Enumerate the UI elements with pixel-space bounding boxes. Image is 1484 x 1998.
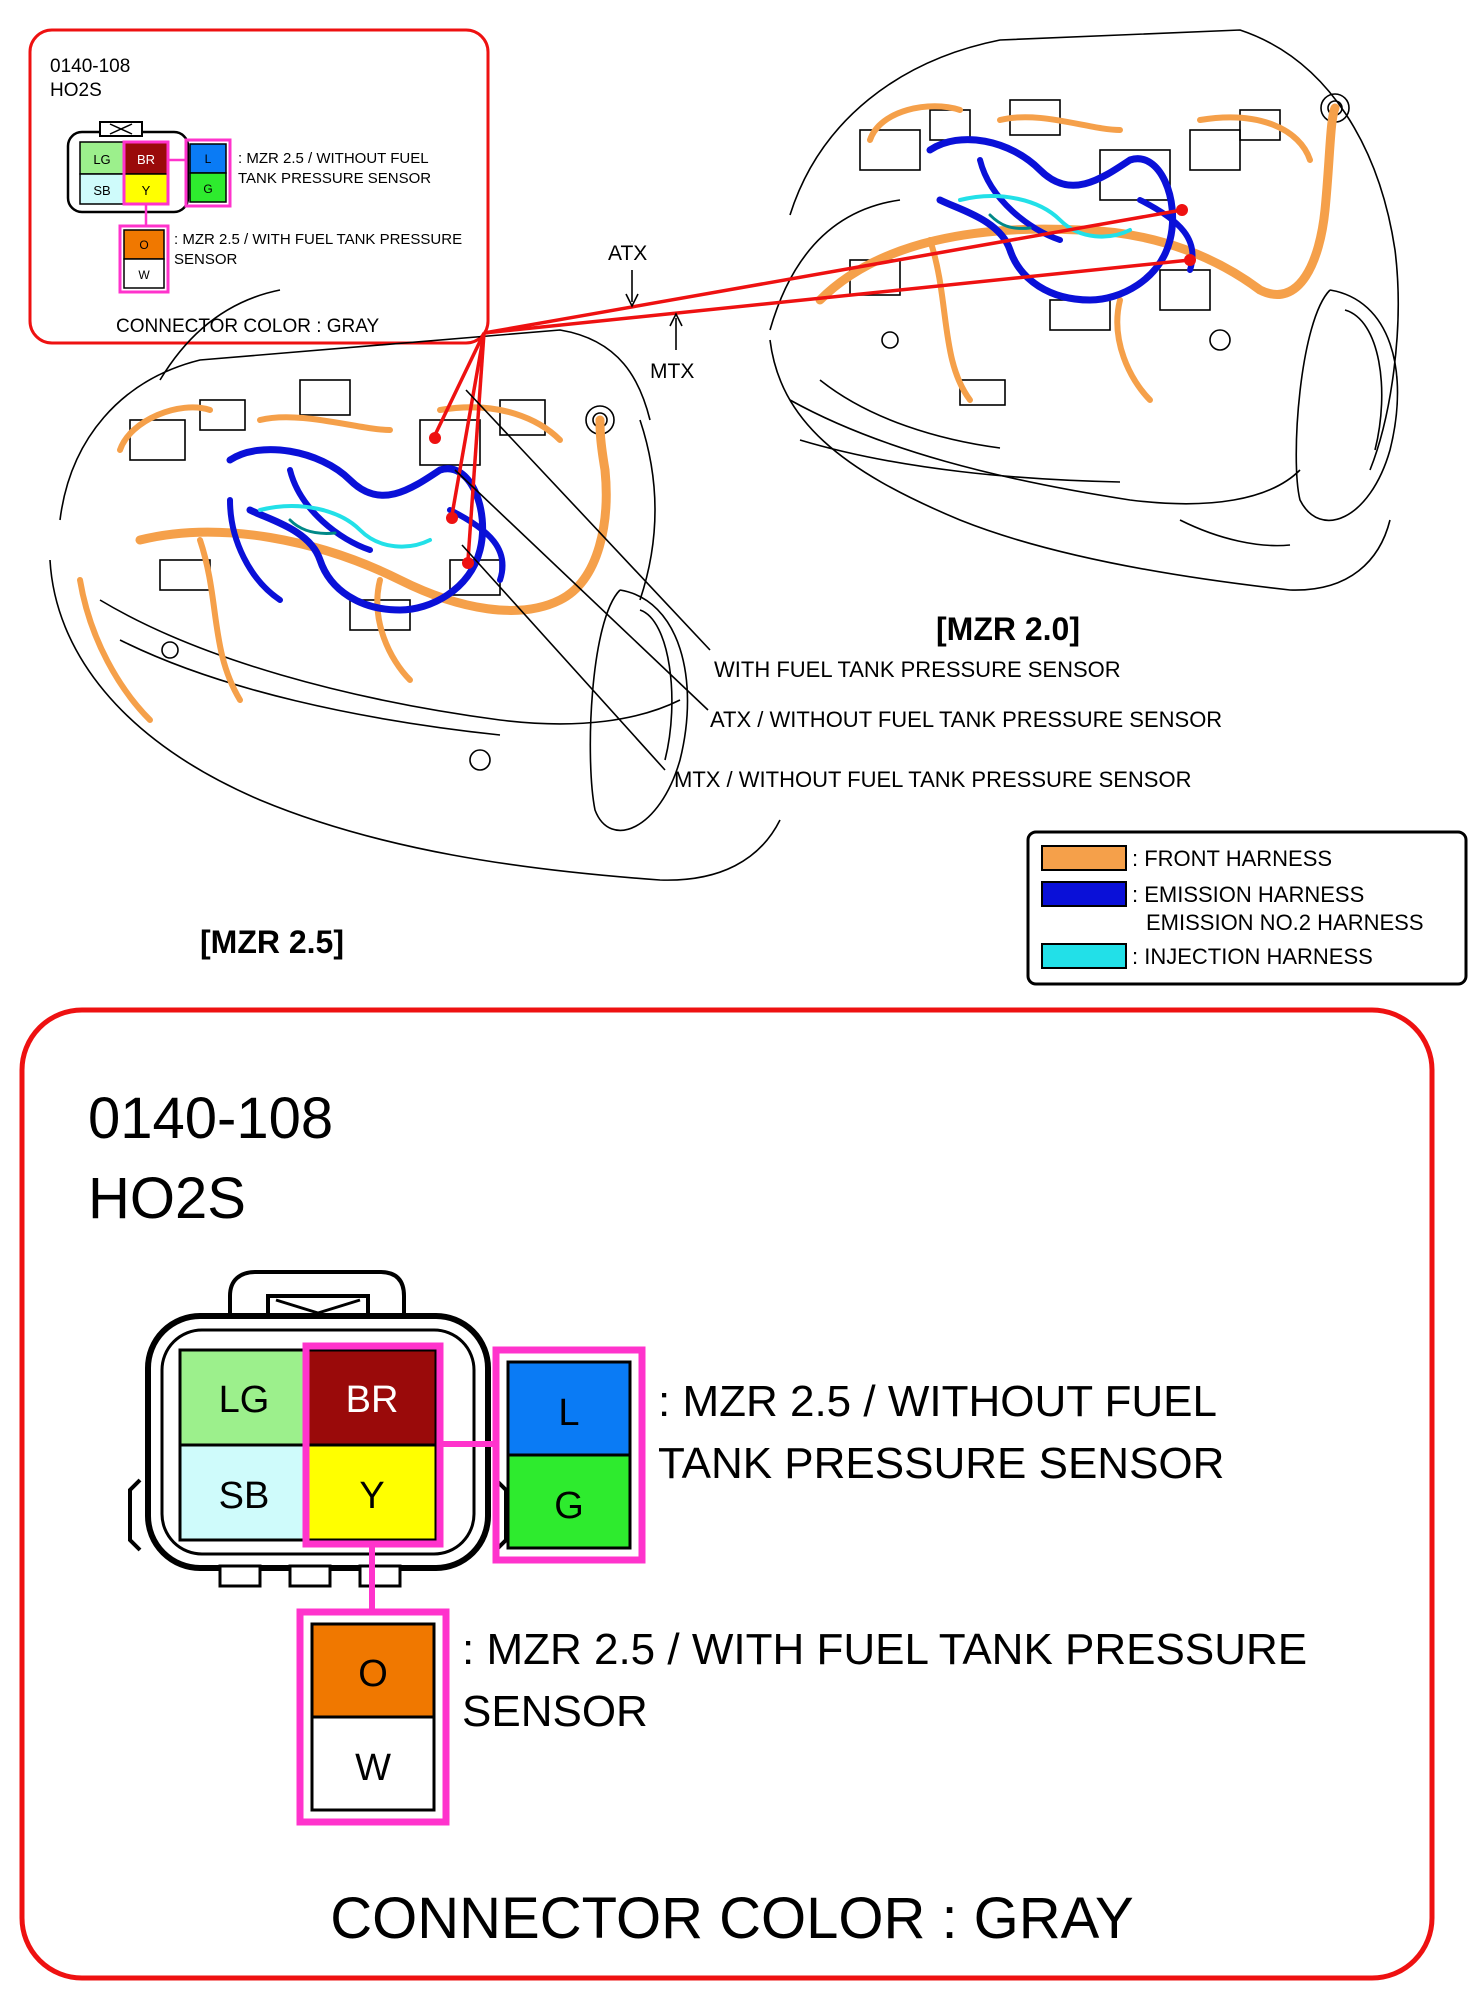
svg-text:SB: SB (93, 183, 110, 198)
mzr20-title: [MZR 2.0] (936, 611, 1080, 647)
small-connector-color: CONNECTOR COLOR : GRAY (116, 316, 380, 337)
svg-text:LG: LG (93, 152, 110, 167)
legend-swatch-injection (1041, 943, 1127, 969)
variant-without-line1: : MZR 2.5 / WITHOUT FUEL (658, 1377, 1217, 1426)
mtx-label: MTX (650, 360, 694, 383)
small-pin-lg (79, 141, 125, 175)
small-pin-g (189, 172, 227, 203)
small-variant-without-1: : MZR 2.5 / WITHOUT FUEL (238, 150, 429, 167)
variant-with-line1: : MZR 2.5 / WITH FUEL TANK PRESSURE (462, 1625, 1307, 1674)
svg-text:G: G (203, 182, 212, 196)
connector-code: 0140-108 (88, 1086, 333, 1151)
small-variant-with-2: SENSOR (174, 251, 238, 268)
mzr25-title: [MZR 2.5] (200, 924, 344, 960)
pin-y-label: Y (359, 1475, 384, 1517)
legend-emission-label: : EMISSION HARNESS (1132, 882, 1364, 907)
pin-g-label: G (554, 1485, 584, 1527)
small-pin-sb (79, 173, 125, 205)
pin-br-label: BR (346, 1379, 399, 1421)
atx-label: ATX (608, 242, 647, 265)
small-variant-with-1: : MZR 2.5 / WITH FUEL TANK PRESSURE (174, 231, 462, 248)
connector-name: HO2S (88, 1166, 246, 1231)
highlight-l-g (492, 1346, 646, 1564)
small-pin-w (123, 258, 165, 289)
legend-injection-label: : INJECTION HARNESS (1132, 944, 1373, 969)
mtx-without-label: MTX / WITHOUT FUEL TANK PRESSURE SENSOR (674, 767, 1191, 792)
mzr25-injection-harness (258, 504, 432, 549)
highlight-o-w (296, 1608, 450, 1826)
small-connector-callout: 0140-108 HO2S LG BR SB Y L G : MZR 2.5 /… (28, 28, 490, 345)
legend-swatch-emission (1041, 881, 1127, 907)
small-connector-name: HO2S (50, 80, 102, 101)
harness-legend: : FRONT HARNESS : EMISSION HARNESS EMISS… (1026, 830, 1468, 986)
svg-text:W: W (138, 268, 150, 282)
large-connector-panel: 0140-108 HO2S LG BR SB Y (19, 1007, 1435, 1981)
mzr20-emission-harness (926, 136, 1177, 304)
pin-g (506, 1453, 632, 1550)
svg-text:L: L (205, 152, 212, 166)
callout-leader-lines (429, 204, 1196, 771)
mzr20-front-harness (815, 103, 1340, 305)
mzr20-harnesses (815, 103, 1340, 403)
mzr20-injection-harness (958, 194, 1132, 239)
pin-l-label: L (558, 1392, 579, 1434)
pin-sb-label: SB (219, 1475, 270, 1517)
mzr20-engine-illustration (769, 29, 1399, 591)
small-variant-without-2: TANK PRESSURE SENSOR (238, 170, 431, 187)
svg-text:BR: BR (137, 152, 155, 167)
svg-text:Y: Y (142, 183, 151, 198)
variant-with-line2: SENSOR (462, 1687, 648, 1736)
svg-text:O: O (139, 238, 148, 252)
mzr25-emission-harness (226, 446, 487, 614)
legend-front-label: : FRONT HARNESS (1132, 846, 1332, 871)
connector-color: CONNECTOR COLOR : GRAY (330, 1886, 1134, 1951)
variant-without-line2: TANK PRESSURE SENSOR (658, 1439, 1224, 1488)
with-sensor-label: WITH FUEL TANK PRESSURE SENSOR (714, 657, 1121, 682)
pin-w (310, 1715, 436, 1812)
legend-swatch-front (1041, 845, 1127, 871)
small-connector-body: LG BR SB Y (66, 121, 190, 214)
atx-without-label: ATX / WITHOUT FUEL TANK PRESSURE SENSOR (710, 707, 1222, 732)
pin-o (310, 1622, 436, 1719)
pin-o-label: O (358, 1653, 388, 1695)
pin-lg-label: LG (219, 1379, 270, 1421)
legend-emission2-label: EMISSION NO.2 HARNESS (1146, 910, 1424, 935)
pin-w-label: W (355, 1747, 391, 1789)
small-connector-code: 0140-108 (50, 56, 130, 77)
